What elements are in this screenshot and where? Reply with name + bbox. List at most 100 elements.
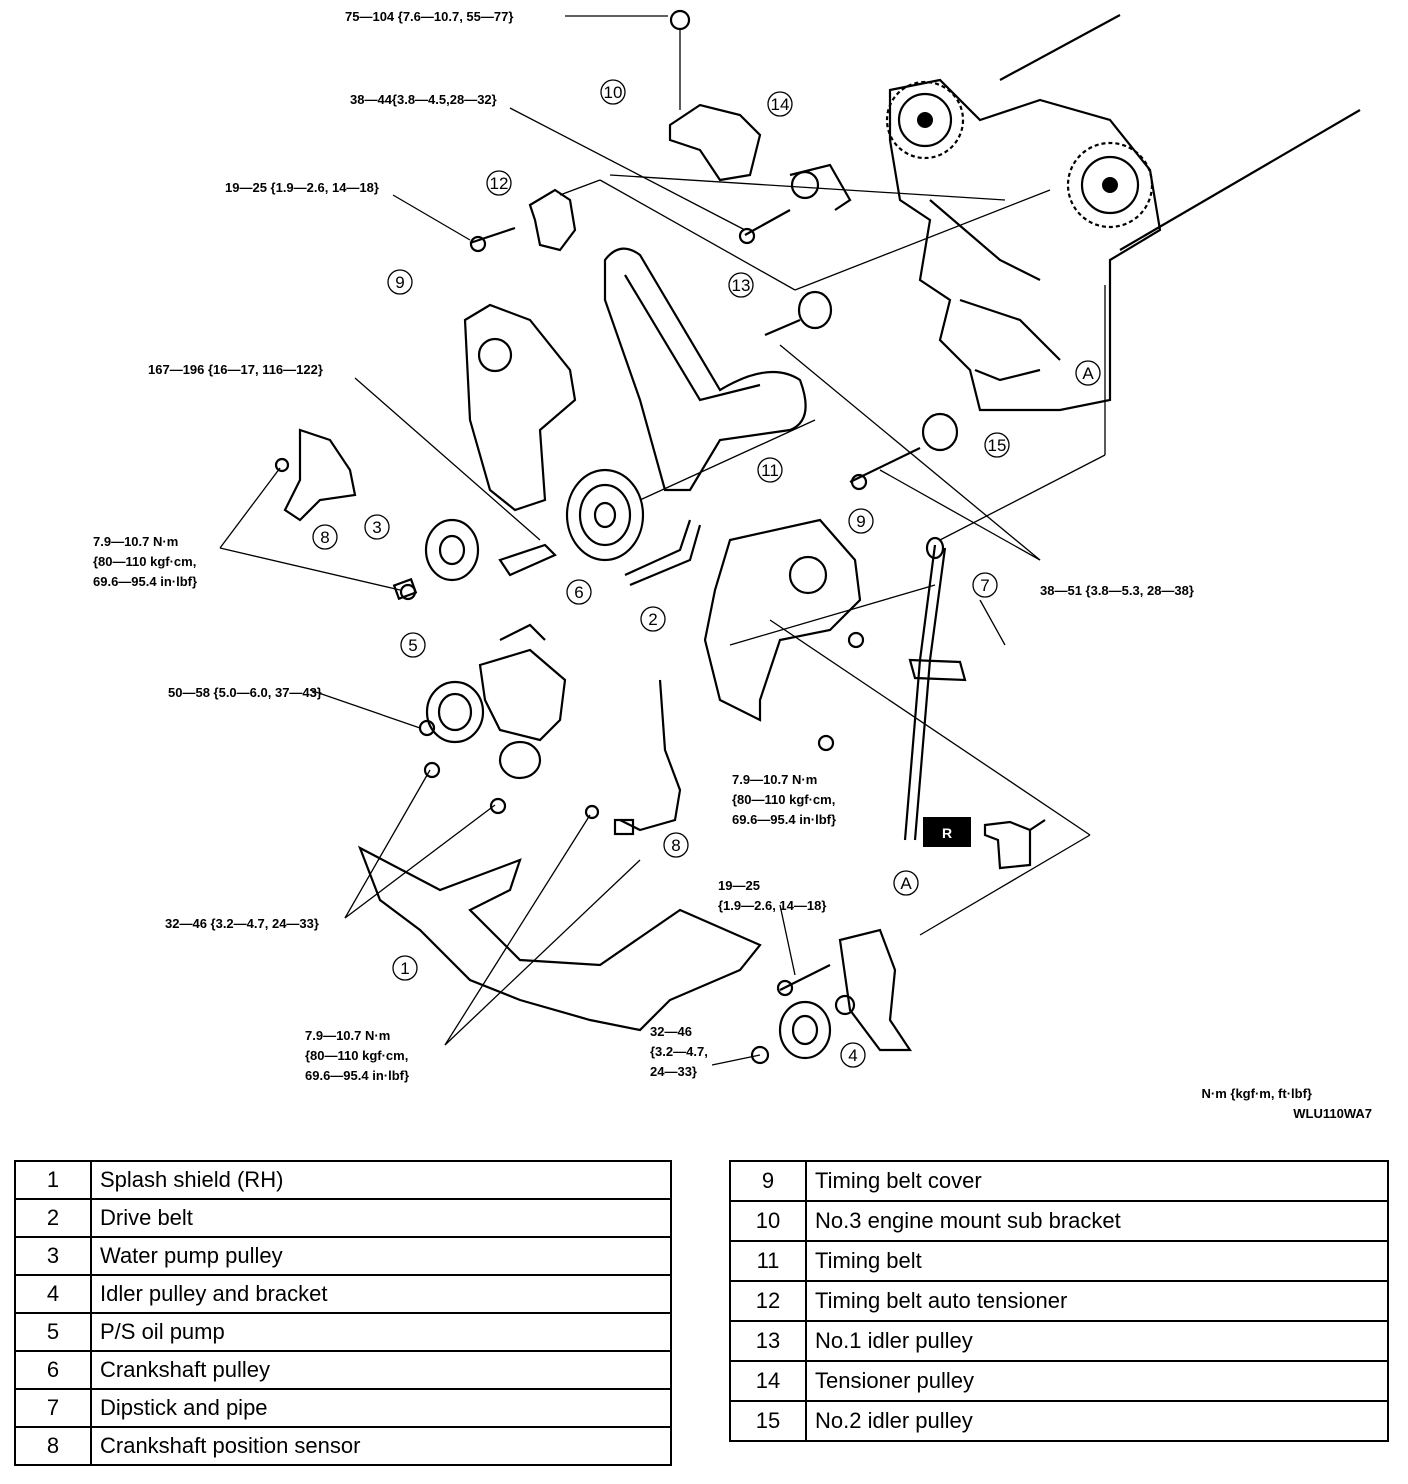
legend-number: 9	[729, 1160, 807, 1202]
callouts: 1 2 3 4 5 6 7 8 8 9 9 10 11 12 13 14 15 …	[312, 79, 1101, 1068]
callout-12-label: 12	[490, 174, 509, 193]
crankshaft-position-sensor-lower	[584, 679, 682, 836]
idler-pulley-1-part	[764, 290, 833, 337]
crankshaft-position-sensor-upper	[274, 428, 357, 522]
figure-code: WLU110WA7	[1293, 1106, 1372, 1121]
callout-6: 6	[566, 579, 592, 605]
callout-6-label: 6	[574, 583, 583, 602]
callout-3-label: 3	[372, 518, 381, 537]
callout-10: 10	[600, 79, 626, 105]
torque-spec-t11-line2: {80—110 kgf·cm,	[305, 1048, 408, 1063]
timing-belt-part	[603, 247, 807, 492]
engine-mount-sub-bracket	[668, 9, 762, 182]
torque-spec-t6: 38—51 {3.8—5.3, 28—38}	[1040, 583, 1194, 598]
exploded-parts-diagram: R 75—104 {7.6—10.7, 55—77} 38—44{3.8—4.5…	[93, 9, 1372, 1121]
legend-part-name: Crankshaft position sensor	[90, 1426, 672, 1466]
callout-14: 14	[767, 91, 793, 117]
torque-spec-t12-line1: 32—46	[650, 1024, 692, 1039]
callout-14-label: 14	[771, 95, 790, 114]
callout-a-upper-label: A	[1082, 364, 1094, 383]
camshaft-sprocket-right	[1066, 141, 1154, 229]
legend-part-name: Tensioner pulley	[805, 1360, 1389, 1402]
torque-spec-t1: 75—104 {7.6—10.7, 55—77}	[345, 9, 513, 24]
callout-9-upper-label: 9	[395, 273, 404, 292]
legend-part-name: Dipstick and pipe	[90, 1388, 672, 1428]
callout-7-label: 7	[980, 576, 989, 595]
legend-number: 14	[729, 1360, 807, 1402]
timing-belt-cover-lower	[703, 518, 862, 722]
splash-shield-part	[357, 845, 762, 1032]
dipstick-pipe-part	[903, 536, 967, 841]
torque-spec-t10: 32—46 {3.2—4.7, 24—33}	[165, 916, 319, 931]
callout-5: 5	[400, 632, 426, 658]
torque-spec-t11-line1: 7.9—10.7 N·m	[305, 1028, 390, 1043]
callout-2: 2	[640, 606, 666, 632]
callout-9-upper: 9	[387, 269, 413, 295]
legend-number: 1	[14, 1160, 92, 1200]
callout-9-lower-label: 9	[856, 512, 865, 531]
legend-number: 12	[729, 1280, 807, 1322]
torque-spec-t7: 50—58 {5.0—6.0, 37—43}	[168, 685, 322, 700]
legend-part-name: Crankshaft pulley	[90, 1350, 672, 1390]
callout-2-label: 2	[648, 610, 657, 629]
callout-9-lower: 9	[848, 508, 874, 534]
torque-spec-t4: 167—196 {16—17, 116—122}	[148, 362, 323, 377]
legend-number: 10	[729, 1200, 807, 1242]
legend-number: 4	[14, 1274, 92, 1314]
leader-lines	[219, 15, 1106, 1066]
legend-part-name: Timing belt	[805, 1240, 1389, 1282]
legend-part-name: Water pump pulley	[90, 1236, 672, 1276]
callout-5-label: 5	[408, 636, 417, 655]
callout-8-upper-label: 8	[320, 528, 329, 547]
oil-can-icon	[983, 819, 1046, 870]
torque-spec-t5-line2: {80—110 kgf·cm,	[93, 554, 196, 569]
legend-number: 2	[14, 1198, 92, 1238]
ps-oil-pump-part	[425, 623, 567, 780]
torque-spec-t11-line3: 69.6—95.4 in·lbf}	[305, 1068, 409, 1083]
tensioner-pulley-part	[744, 163, 852, 236]
legend-part-name: Timing belt auto tensioner	[805, 1280, 1389, 1322]
crankshaft-pulley-part	[498, 468, 645, 577]
torque-spec-t5-line1: 7.9—10.7 N·m	[93, 534, 178, 549]
callout-11: 11	[757, 457, 783, 483]
callout-3: 3	[364, 514, 390, 540]
torque-spec-t8-line1: 7.9—10.7 N·m	[732, 772, 817, 787]
callout-11-label: 11	[761, 461, 779, 480]
r-marker: R	[923, 817, 971, 847]
callout-8-upper: 8	[312, 524, 338, 550]
legend-part-name: P/S oil pump	[90, 1312, 672, 1352]
legend-number: 3	[14, 1236, 92, 1276]
r-marker-label: R	[942, 825, 952, 841]
legend-number: 11	[729, 1240, 807, 1282]
legend-number: 7	[14, 1388, 92, 1428]
callout-10-label: 10	[604, 83, 623, 102]
units-note: N·m {kgf·m, ft·lbf}	[1202, 1086, 1313, 1101]
legend-number: 13	[729, 1320, 807, 1362]
torque-spec-t3: 19—25 {1.9—2.6, 14—18}	[225, 180, 379, 195]
legend-part-name: No.1 idler pulley	[805, 1320, 1389, 1362]
legend-part-name: Drive belt	[90, 1198, 672, 1238]
torque-spec-t5-line3: 69.6—95.4 in·lbf}	[93, 574, 197, 589]
callout-15-label: 15	[988, 436, 1007, 455]
bolts	[399, 227, 868, 997]
torque-spec-t8-line3: 69.6—95.4 in·lbf}	[732, 812, 836, 827]
torque-spec-t9-line2: {1.9—2.6, 14—18}	[718, 898, 826, 913]
callout-a-lower: A	[893, 870, 919, 896]
torque-spec-t9-line1: 19—25	[718, 878, 760, 893]
callout-a-upper: A	[1075, 360, 1101, 386]
auto-tensioner-part	[469, 188, 577, 252]
callout-13: 13	[728, 272, 754, 298]
callout-13-label: 13	[732, 276, 751, 295]
